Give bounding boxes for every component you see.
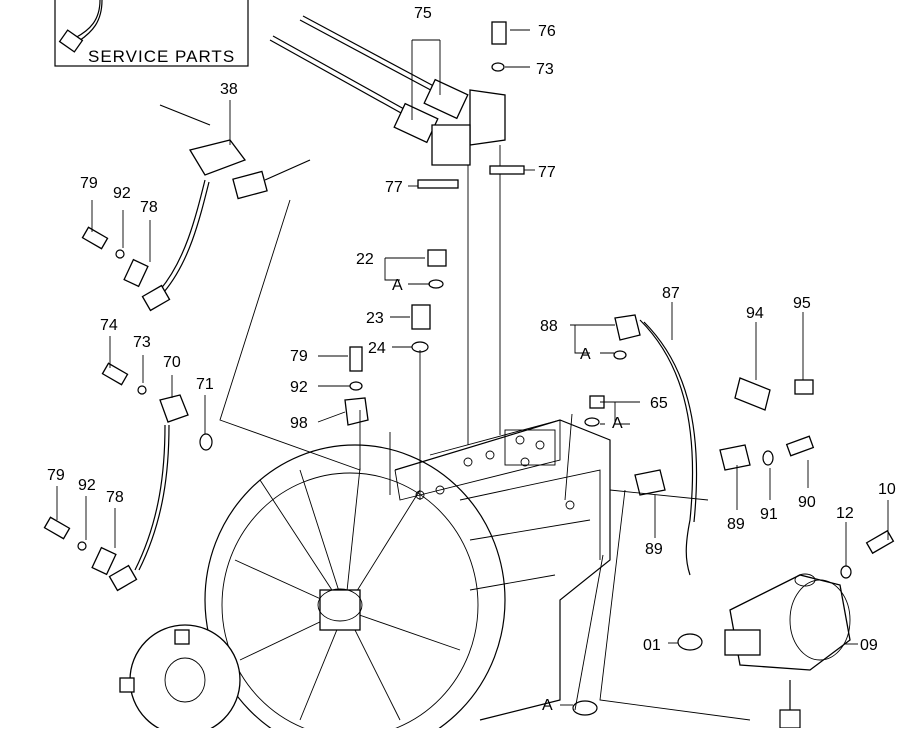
callout-12: 12 [836, 505, 854, 522]
plug-23 [411, 304, 431, 330]
service-parts-box: SERVICE PARTS [54, 0, 249, 67]
callout-89-right: 89 [727, 516, 745, 533]
bracket-94 [734, 377, 771, 411]
pump-09 [724, 573, 851, 729]
pin-77-left [417, 179, 459, 189]
sensor-70 [108, 394, 189, 592]
service-parts-label: SERVICE PARTS [88, 47, 235, 66]
fasteners [43, 21, 895, 716]
washer-73 [491, 62, 505, 72]
service-harness-wire [74, 0, 101, 39]
callout-A-65: A [612, 415, 623, 432]
callout-labels: 75 76 73 77 77 38 79 92 78 22 A 23 24 79… [47, 5, 896, 714]
callout-90: 90 [798, 494, 816, 511]
plug-22 [427, 249, 447, 267]
callout-73-left: 73 [133, 334, 151, 351]
callout-89-left: 89 [645, 541, 663, 558]
callout-76: 76 [538, 23, 556, 40]
callout-95: 95 [793, 295, 811, 312]
leader-lines [56, 29, 889, 721]
callout-09: 09 [860, 637, 878, 654]
callout-10: 10 [878, 481, 896, 498]
callout-91: 91 [760, 506, 778, 523]
callout-78-upper: 78 [140, 199, 158, 216]
service-connector-icon [58, 29, 84, 53]
bracket-89b [634, 469, 666, 496]
callout-71: 71 [196, 376, 214, 393]
callout-79-lower: 79 [47, 467, 65, 484]
bell-housing-outer [204, 444, 506, 732]
bolt-79 [349, 346, 363, 372]
callout-70: 70 [163, 354, 181, 371]
callout-78-lower: 78 [106, 489, 124, 506]
callout-A-22: A [392, 277, 403, 294]
solenoid-valves-75 [269, 15, 506, 445]
bolt-95 [794, 379, 814, 395]
input-shaft [319, 589, 361, 631]
callout-98: 98 [290, 415, 308, 432]
callout-01: 01 [643, 637, 661, 654]
harness-87 [639, 319, 694, 576]
transmission-housing [204, 419, 611, 732]
callout-92-upper: 92 [113, 185, 131, 202]
callout-94: 94 [746, 305, 764, 322]
callout-38: 38 [220, 81, 238, 98]
callout-65: 65 [650, 395, 668, 412]
callout-22: 22 [356, 251, 374, 268]
callout-87: 87 [662, 285, 680, 302]
speed-sensor-38 [141, 104, 311, 312]
callout-23: 23 [366, 310, 384, 327]
clamp-98 [344, 397, 369, 426]
callout-92-middle: 92 [290, 379, 308, 396]
bracket-89a [719, 444, 751, 471]
fitting-88 [614, 314, 641, 341]
callout-79-middle: 79 [290, 348, 308, 365]
callout-92-lower: 92 [78, 477, 96, 494]
bolt-76 [491, 21, 507, 45]
drive-coupling [119, 624, 241, 732]
callout-74: 74 [100, 317, 118, 334]
callout-24: 24 [368, 340, 386, 357]
callout-73-top: 73 [536, 61, 554, 78]
callout-79-upper: 79 [80, 175, 98, 192]
o-ring-01 [677, 633, 703, 651]
callout-A-88: A [580, 346, 591, 363]
pin-77-right [489, 165, 525, 175]
o-ring-71 [199, 433, 213, 451]
callout-77-left: 77 [385, 179, 403, 196]
callout-75: 75 [414, 5, 432, 22]
callout-88: 88 [540, 318, 558, 335]
callout-A-bottom: A [542, 697, 553, 714]
callout-77-right: 77 [538, 164, 556, 181]
